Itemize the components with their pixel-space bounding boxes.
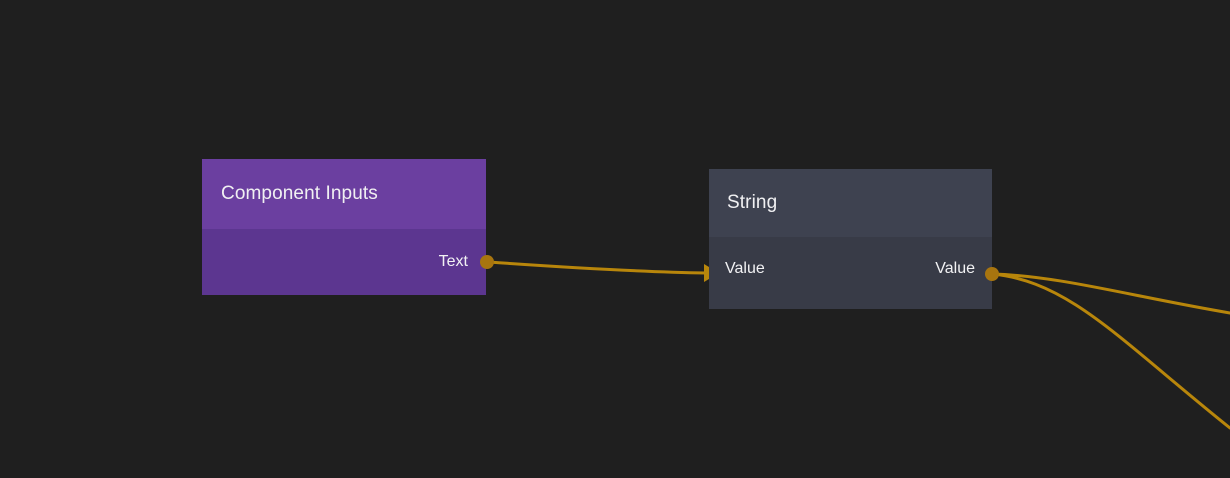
node-component-inputs-body: Text xyxy=(202,229,486,295)
port-value-in-label: Value xyxy=(725,260,765,277)
port-row-text[interactable]: Text xyxy=(202,229,468,295)
edge-value-out-lower[interactable] xyxy=(991,272,1230,430)
edge-text-to-value[interactable] xyxy=(487,260,708,275)
port-value-output-dot[interactable] xyxy=(985,267,999,281)
node-string-title: String xyxy=(727,192,778,213)
edge-value-out-upper[interactable] xyxy=(991,272,1230,315)
port-row-value[interactable]: Value Value xyxy=(725,237,975,309)
node-component-inputs[interactable]: Component Inputs Text xyxy=(202,159,486,295)
node-string-body: Value Value xyxy=(709,237,992,309)
port-text-label: Text xyxy=(438,253,468,270)
port-text-output-dot[interactable] xyxy=(480,255,494,269)
port-value-out-label: Value xyxy=(935,260,975,277)
node-component-inputs-title: Component Inputs xyxy=(221,183,378,204)
node-string[interactable]: String Value Value xyxy=(709,169,992,309)
node-component-inputs-header[interactable]: Component Inputs xyxy=(202,159,486,229)
node-string-header[interactable]: String xyxy=(709,169,992,237)
